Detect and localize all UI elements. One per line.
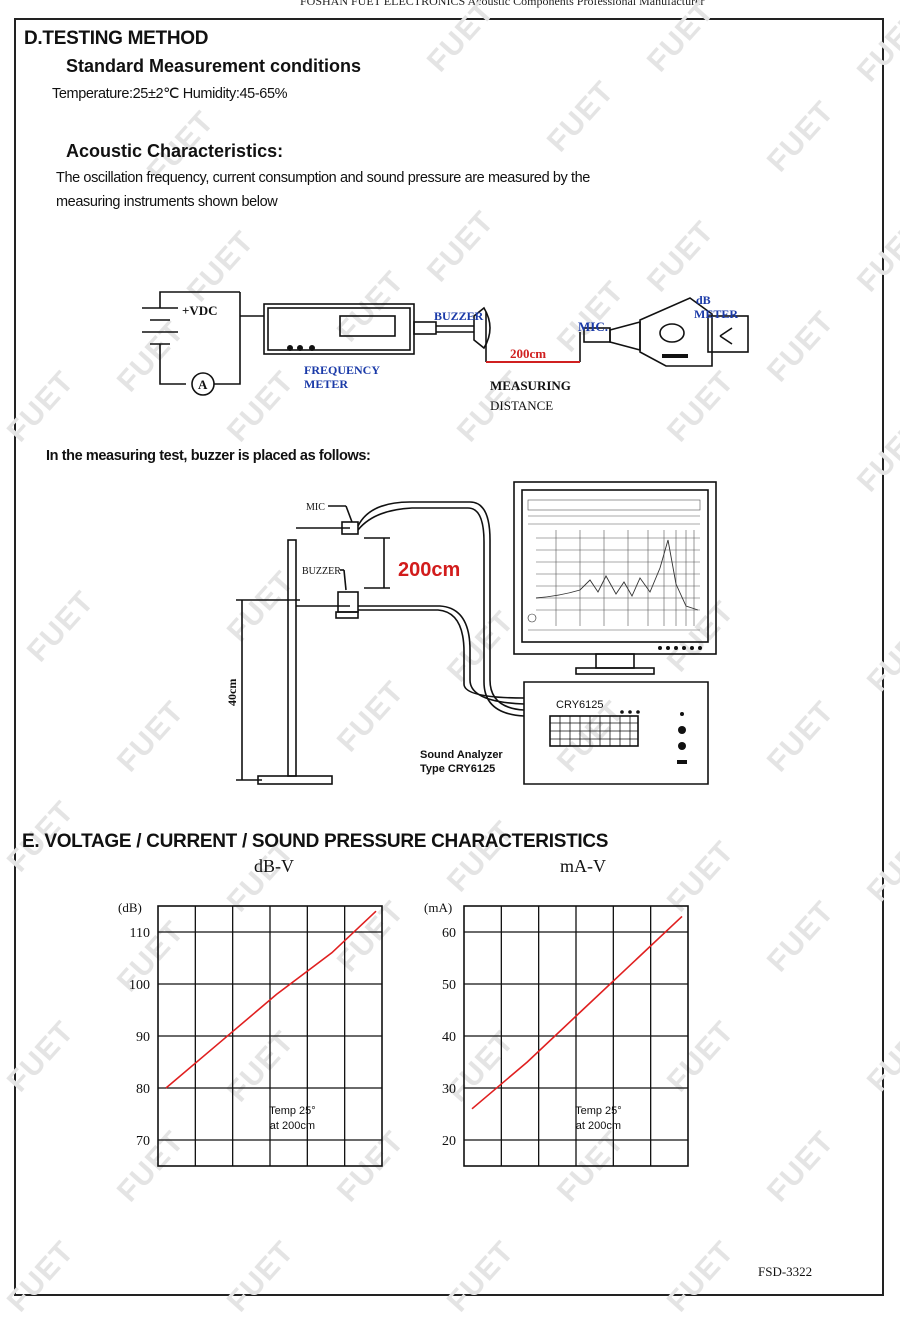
- y-tick-label: 50: [442, 978, 456, 993]
- height-label: 40cm: [225, 679, 239, 706]
- y-tick-label: 60: [442, 926, 456, 941]
- placement-text: In the measuring test, buzzer is placed …: [46, 448, 371, 464]
- y-tick-label: 80: [136, 1082, 150, 1097]
- chart-annotation: Temp 25°: [269, 1105, 316, 1117]
- chart-annotation: Temp 25°: [575, 1105, 622, 1117]
- chart-db-v: dB-V(dB)708090100110591215182124Temp 25°…: [118, 856, 383, 1167]
- measuring-distance-1: MEASURING: [490, 378, 571, 393]
- measuring-distance-2: DISTANCE: [490, 398, 553, 413]
- placement-diagram: MIC BUZZER 200cm 40cm CRY6125 Sound Anal…: [225, 481, 717, 785]
- y-tick-label: 70: [136, 1134, 150, 1149]
- series-line: [165, 910, 377, 1089]
- acoustic-text-2: measuring instruments shown below: [56, 194, 278, 210]
- frequency-meter-label-1: FREQUENCY: [304, 363, 380, 377]
- distance-label: 200cm: [398, 559, 460, 581]
- y-tick-label: 110: [130, 926, 150, 941]
- db-meter-label-1: dB: [696, 293, 711, 307]
- section-d-title: D.TESTING METHOD: [24, 28, 209, 49]
- y-tick-label: 30: [442, 1082, 456, 1097]
- section-e-title: E. VOLTAGE / CURRENT / SOUND PRESSURE CH…: [22, 831, 609, 852]
- db-meter-label-2: METER: [694, 307, 738, 321]
- acoustic-heading: Acoustic Characteristics:: [66, 141, 284, 161]
- std-heading: Standard Measurement conditions: [66, 56, 362, 76]
- y-axis-unit: (dB): [118, 900, 142, 915]
- acoustic-text-1: The oscillation frequency, current consu…: [56, 170, 590, 186]
- y-tick-label: 20: [442, 1134, 456, 1149]
- vdc-label: +VDC: [182, 303, 218, 318]
- buzzer-label: BUZZER: [434, 309, 484, 323]
- chart-title: mA-V: [560, 856, 606, 876]
- y-axis-unit: (mA): [424, 900, 452, 915]
- mic-label: MIC: [306, 502, 325, 513]
- header-line: FOSHAN FUET ELECTRONICS Acoustic Compone…: [300, 0, 705, 8]
- footer-code: FSD-3322: [758, 1264, 813, 1279]
- mic-label: MIC.: [578, 319, 608, 334]
- chart-annotation: at 200cm: [576, 1120, 621, 1132]
- measurement-setup-diagram: +VDC A FREQUENCY METER BUZZER 200cm MEAS…: [142, 291, 749, 413]
- chart-ma-v: mA-V(mA)2030405060591215182124(VDC)Temp …: [424, 856, 689, 1167]
- series-line: [471, 915, 683, 1110]
- distance-value: 200cm: [510, 346, 546, 361]
- analyzer-label-1: Sound Analyzer: [420, 749, 503, 761]
- chart-annotation: at 200cm: [270, 1120, 315, 1132]
- frequency-meter-label-2: METER: [304, 377, 348, 391]
- analyzer-label-2: Type CRY6125: [420, 763, 495, 775]
- buzzer-label: BUZZER: [302, 566, 341, 577]
- analyzer-model: CRY6125: [556, 699, 604, 711]
- page-frame: [14, 18, 884, 1296]
- chart-title: dB-V: [254, 856, 294, 876]
- y-tick-label: 40: [442, 1030, 456, 1045]
- std-conditions: Temperature:25±2℃ Humidity:45-65%: [52, 86, 288, 102]
- ammeter-label: A: [198, 377, 208, 392]
- y-tick-label: 100: [129, 978, 150, 993]
- y-tick-label: 90: [136, 1030, 150, 1045]
